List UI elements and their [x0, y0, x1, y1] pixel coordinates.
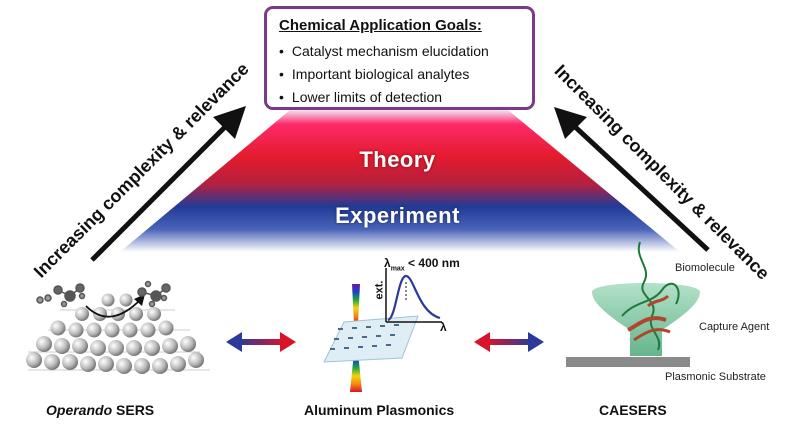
transmitted-light-beam — [350, 352, 362, 392]
caesers-title: CAESERS — [599, 402, 667, 418]
goals-title: Chemical Application Goals: — [279, 17, 482, 34]
extinction-peak — [387, 274, 441, 322]
incident-light-beam — [352, 284, 360, 324]
experiment-label: Experiment — [335, 203, 460, 228]
wavelength-axis-label: λ — [440, 320, 447, 334]
biomolecule-label: Biomolecule — [675, 262, 735, 274]
capture-agent-label: Capture Agent — [699, 321, 770, 333]
theory-label: Theory — [359, 147, 436, 172]
aluminum-plasmonics-title: Aluminum Plasmonics — [304, 402, 455, 418]
lambda-max-subscript: max — [390, 265, 405, 273]
plasmonic-substrate — [566, 357, 690, 367]
extinction-spectrum-plot — [385, 268, 442, 323]
goal-item: Catalyst mechanism elucidation — [279, 43, 489, 59]
right-up-arrow — [570, 122, 710, 252]
lambda-max-symbol: λ — [384, 256, 391, 270]
adsorbate-molecule-right — [137, 280, 171, 308]
right-arrowhead-icon — [554, 107, 587, 139]
operando-sers-title: Operando SERS — [46, 402, 154, 418]
lambda-max-value: < 400 nm — [408, 256, 460, 270]
biomolecule-protein — [621, 241, 680, 351]
reaction-arrow — [85, 299, 141, 318]
nanoparticles — [330, 324, 399, 350]
operando-word: Operando — [46, 402, 113, 418]
goal-item: Lower limits of detection — [279, 89, 442, 105]
metal-atoms — [26, 293, 204, 374]
left-up-arrow — [90, 122, 230, 262]
left-arrowhead-icon — [213, 106, 246, 139]
theory-experiment-trapezoid — [120, 110, 680, 252]
reaction-arrowhead-icon — [134, 294, 145, 306]
double-arrow-right-icon — [474, 332, 544, 352]
plasmonic-substrate-label: Plasmonic Substrate — [665, 371, 766, 383]
sers-word: SERS — [112, 402, 155, 418]
application-goals-box: Chemical Application Goals: Catalyst mec… — [264, 6, 535, 110]
adsorbate-molecule-left — [36, 283, 86, 308]
goal-item: Important biological analytes — [279, 66, 469, 82]
double-arrow-left-icon — [226, 332, 296, 352]
